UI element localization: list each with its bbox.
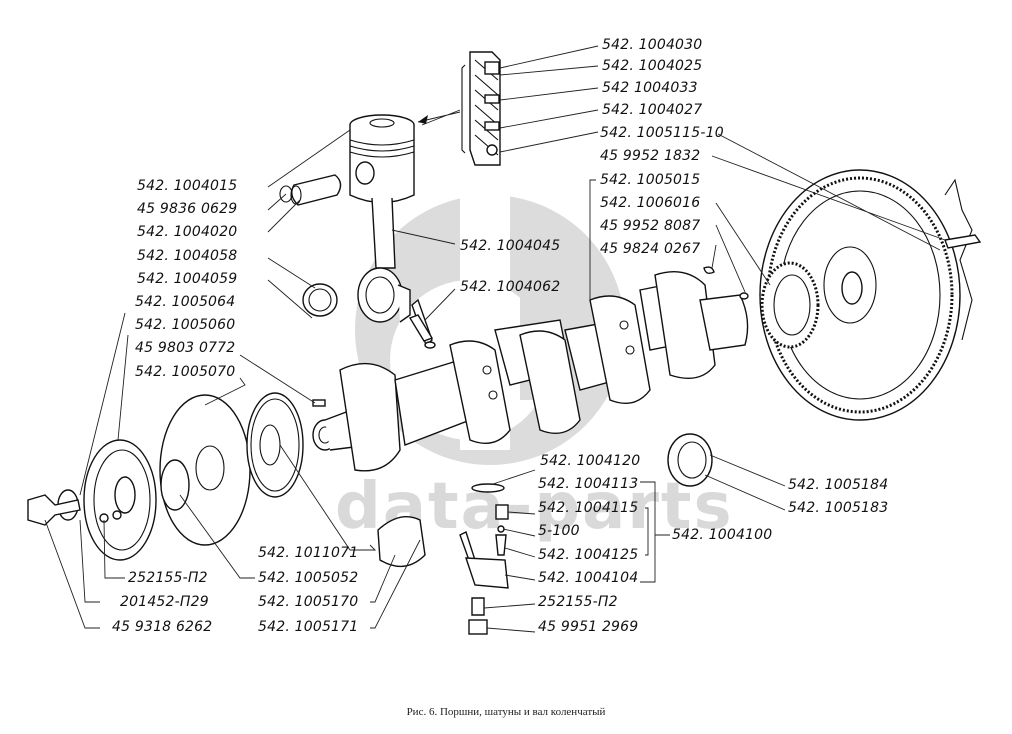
part-label: 542. 1004120 bbox=[540, 453, 641, 469]
part-label: 542. 1005115-10 bbox=[600, 125, 724, 141]
figure-caption: Рис. 6. Поршни, шатуны и вал коленчатый bbox=[406, 706, 606, 718]
part-label: 542. 1005060 bbox=[135, 317, 236, 333]
part-label: 252155-П2 bbox=[128, 570, 208, 586]
part-label: 45 9952 8087 bbox=[600, 218, 701, 234]
part-label: 542. 1011071 bbox=[258, 545, 359, 561]
piston bbox=[279, 114, 436, 349]
part-label: 542. 1005070 bbox=[135, 364, 236, 380]
part-label: 542. 1004058 bbox=[137, 248, 238, 264]
part-label: 45 9951 2969 bbox=[538, 619, 639, 635]
part-label: 45 9836 0629 bbox=[137, 201, 238, 217]
part-label: 45 9803 0772 bbox=[135, 340, 236, 356]
flywheel bbox=[377, 169, 982, 568]
part-label: 542. 1005170 bbox=[258, 594, 359, 610]
part-label: 542 1004033 bbox=[602, 80, 698, 96]
part-label: 5-100 bbox=[538, 523, 580, 539]
part-label: 252155-П2 bbox=[538, 594, 618, 610]
part-label: 542. 1005015 bbox=[600, 172, 701, 188]
part-label: 542. 1004030 bbox=[602, 37, 703, 53]
part-label: 542. 1005183 bbox=[788, 500, 889, 516]
part-label: 542. 1005171 bbox=[258, 619, 359, 635]
oil-jet-assembly bbox=[459, 483, 509, 635]
part-label: 542. 1005184 bbox=[788, 477, 889, 493]
part-label: 542. 1004025 bbox=[602, 58, 703, 74]
part-label: 542. 1004027 bbox=[602, 102, 703, 118]
part-label-assembly: 542. 1004100 bbox=[672, 527, 773, 543]
leader-lines bbox=[44, 45, 946, 633]
piston-ring-section bbox=[417, 51, 501, 166]
part-label: 542. 1004062 bbox=[460, 279, 561, 295]
part-label: 542. 1004113 bbox=[538, 476, 639, 492]
part-label: 542. 1006016 bbox=[600, 195, 701, 211]
part-label: 542. 1004045 bbox=[460, 238, 561, 254]
part-label: 45 9318 6262 bbox=[112, 619, 213, 635]
part-label: 201452-П29 bbox=[120, 594, 209, 610]
part-label: 542. 1004059 bbox=[137, 271, 238, 287]
part-label: 45 9824 0267 bbox=[600, 241, 701, 257]
part-label: 542. 1004020 bbox=[137, 224, 238, 240]
part-label: 542. 1004104 bbox=[538, 570, 639, 586]
pulley-and-damper bbox=[27, 392, 304, 561]
part-label: 45 9952 1832 bbox=[600, 148, 701, 164]
crankshaft bbox=[312, 266, 749, 472]
part-label: 542. 1004115 bbox=[538, 500, 639, 516]
part-label: 542. 1004125 bbox=[538, 547, 639, 563]
part-label: 542. 1005064 bbox=[135, 294, 236, 310]
part-label: 542. 1004015 bbox=[137, 178, 238, 194]
part-label: 542. 1005052 bbox=[258, 570, 359, 586]
